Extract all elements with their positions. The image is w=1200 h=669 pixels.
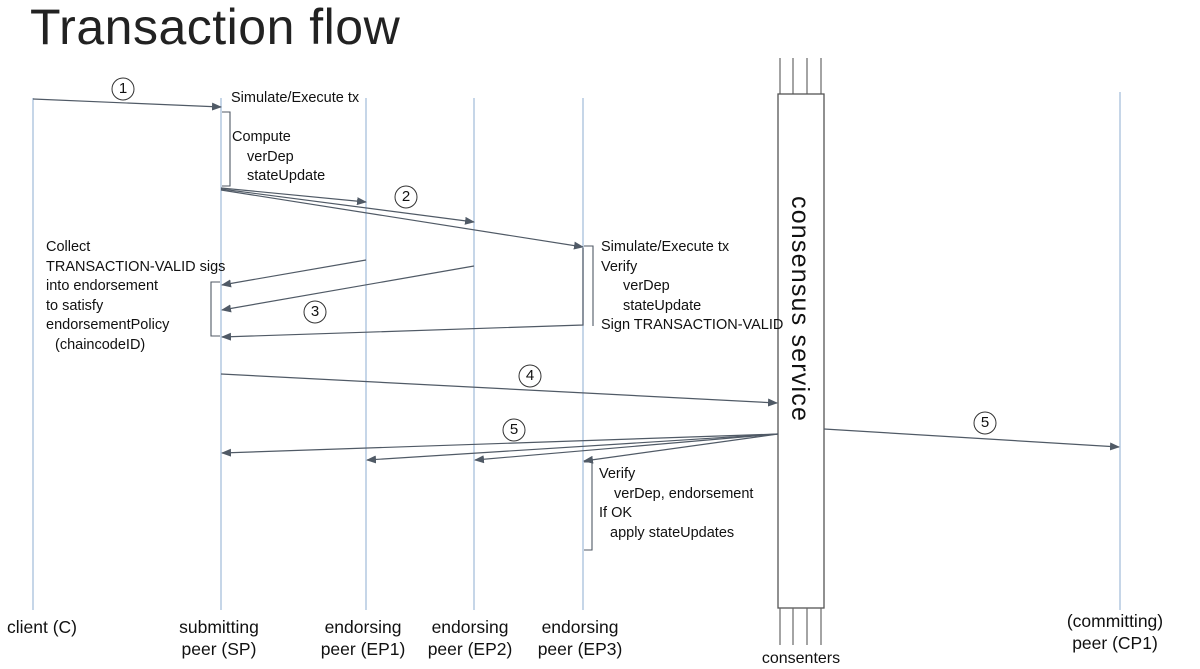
actor-ep3-line1: endorsing <box>541 617 619 637</box>
actor-cp-line1: (committing) <box>1066 611 1164 631</box>
arrow-step5-ep1 <box>366 433 779 464</box>
step-circle-4 <box>518 364 542 388</box>
step-circle-2 <box>394 185 418 209</box>
arrow-step3-ep2 <box>221 265 475 313</box>
actor-submitting-peer: submitting peer (SP) <box>161 616 277 660</box>
arrow-step3-ep1 <box>221 259 367 288</box>
actor-committing-peer: (committing) peer (CP1) <box>1052 610 1178 654</box>
note-endorse-2: Verify <box>601 259 638 275</box>
actor-client-label: client (C) <box>6 617 77 637</box>
note-compute-stateupdate: stateUpdate <box>247 168 326 184</box>
actor-consenters-label: consenters <box>761 650 841 667</box>
note-simulate-execute-sp: Simulate/Execute tx <box>231 90 360 106</box>
note-collect-4: to satisfy <box>46 298 104 314</box>
step-circle-5b <box>973 411 997 435</box>
actor-ep1: endorsing peer (EP1) <box>311 616 415 660</box>
arrow-step2-ep1 <box>220 187 367 206</box>
arrow-step5-ep2 <box>474 433 779 464</box>
arrow-step5-ep3 <box>583 433 779 464</box>
consensus-service-label: consensus service <box>786 196 814 423</box>
step-number-5b: 5 <box>980 414 990 431</box>
arrow-step2-ep2 <box>220 188 475 225</box>
step-circle-3 <box>303 300 327 324</box>
actor-sp-line2: peer (SP) <box>181 639 257 659</box>
arrow-step4 <box>220 373 778 407</box>
page-title: Transaction flow <box>30 0 401 55</box>
bracket-endorse <box>584 245 594 326</box>
actor-ep3: endorsing peer (EP3) <box>528 616 632 660</box>
actor-client: client (C) <box>0 616 84 638</box>
note-verify-3: If OK <box>599 505 633 521</box>
actor-ep1-line1: endorsing <box>324 617 402 637</box>
step-number-4: 4 <box>525 367 535 384</box>
note-compute-verdep: verDep <box>247 149 294 165</box>
note-verify-4: apply stateUpdates <box>610 525 735 541</box>
note-collect-3: into endorsement <box>46 278 159 294</box>
actor-ep2-line1: endorsing <box>431 617 509 637</box>
note-endorse-3: verDep <box>623 278 670 294</box>
note-endorse-1: Simulate/Execute tx <box>601 239 730 255</box>
step-circle-5a <box>502 418 526 442</box>
note-verify-1: Verify <box>599 466 636 482</box>
note-collect-2: TRANSACTION-VALID sigs <box>46 259 226 275</box>
note-collect-1: Collect <box>46 239 91 255</box>
step-circle-1 <box>111 77 135 101</box>
note-compute: Compute <box>232 129 291 145</box>
actor-consenters: consenters <box>745 649 857 669</box>
note-collect-5: endorsementPolicy <box>46 317 170 333</box>
arrow-step2-ep3 <box>220 189 584 250</box>
consensus-service-column <box>777 58 825 645</box>
actor-ep1-line2: peer (EP1) <box>320 639 406 659</box>
note-endorse-4: stateUpdate <box>623 298 702 314</box>
note-collect-6: (chaincodeID) <box>55 337 146 353</box>
bracket-compute <box>222 111 231 187</box>
actor-ep3-line2: peer (EP3) <box>537 639 623 659</box>
actor-ep2-line2: peer (EP2) <box>427 639 513 659</box>
actor-sp-line1: submitting <box>179 617 259 637</box>
bracket-collect <box>210 281 220 337</box>
actor-cp-line2: peer (CP1) <box>1072 633 1158 653</box>
arrow-step1 <box>32 98 222 111</box>
step-number-2: 2 <box>401 188 411 205</box>
note-endorse-5: Sign TRANSACTION-VALID <box>601 317 784 333</box>
arrow-step5-cp1 <box>823 428 1120 451</box>
bracket-verify <box>584 461 593 551</box>
step-number-3: 3 <box>310 303 320 320</box>
actor-ep2: endorsing peer (EP2) <box>418 616 522 660</box>
step-number-1: 1 <box>118 80 128 97</box>
arrow-step3-ep3 <box>221 248 584 341</box>
arrow-step5-sp <box>221 433 779 457</box>
step-number-5a: 5 <box>509 421 519 438</box>
note-verify-2: verDep, endorsement <box>614 486 754 502</box>
